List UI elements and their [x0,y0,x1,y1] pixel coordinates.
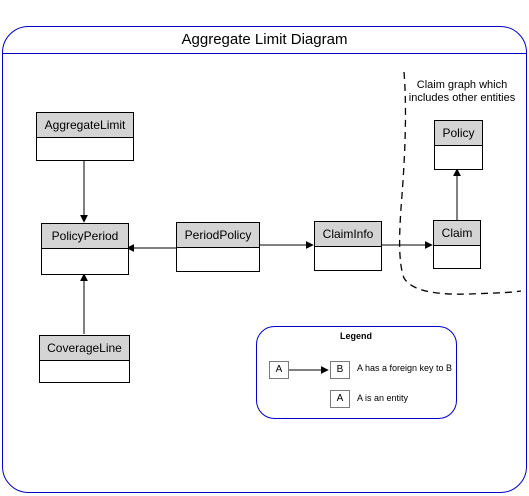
claim-graph-boundary [398,71,522,295]
entity-name: CoverageLine [40,336,129,361]
entity-policyperiod: PolicyPeriod [41,223,129,275]
legend-fk-target-box: B [330,361,350,379]
entity-name: Policy [435,121,482,146]
legend-box [256,326,457,419]
diagram-frame [2,26,527,493]
legend-title: Legend [339,331,372,341]
entity-claiminfo: ClaimInfo [314,221,382,271]
entity-name: AggregateLimit [37,113,133,138]
diagram-title: Aggregate Limit Diagram [181,31,348,48]
legend-entity-sample-box: A [330,390,350,408]
entity-aggregatelimit: AggregateLimit [36,112,134,161]
entity-name: PeriodPolicy [177,223,259,248]
entity-name: Claim [434,221,480,246]
entity-name: ClaimInfo [315,222,381,247]
entity-coverageline: CoverageLine [39,335,130,383]
claim-graph-note: Claim graph which includes other entitie… [408,79,516,104]
entity-periodpolicy: PeriodPolicy [176,222,260,272]
legend-fk-source-box: A [269,361,289,379]
entity-policy: Policy [434,120,483,170]
legend-entity-description: A is an entity [357,393,409,403]
entity-claim: Claim [433,220,481,269]
legend-fk-description: A has a foreign key to B [357,363,453,373]
entity-name: PolicyPeriod [42,224,128,249]
